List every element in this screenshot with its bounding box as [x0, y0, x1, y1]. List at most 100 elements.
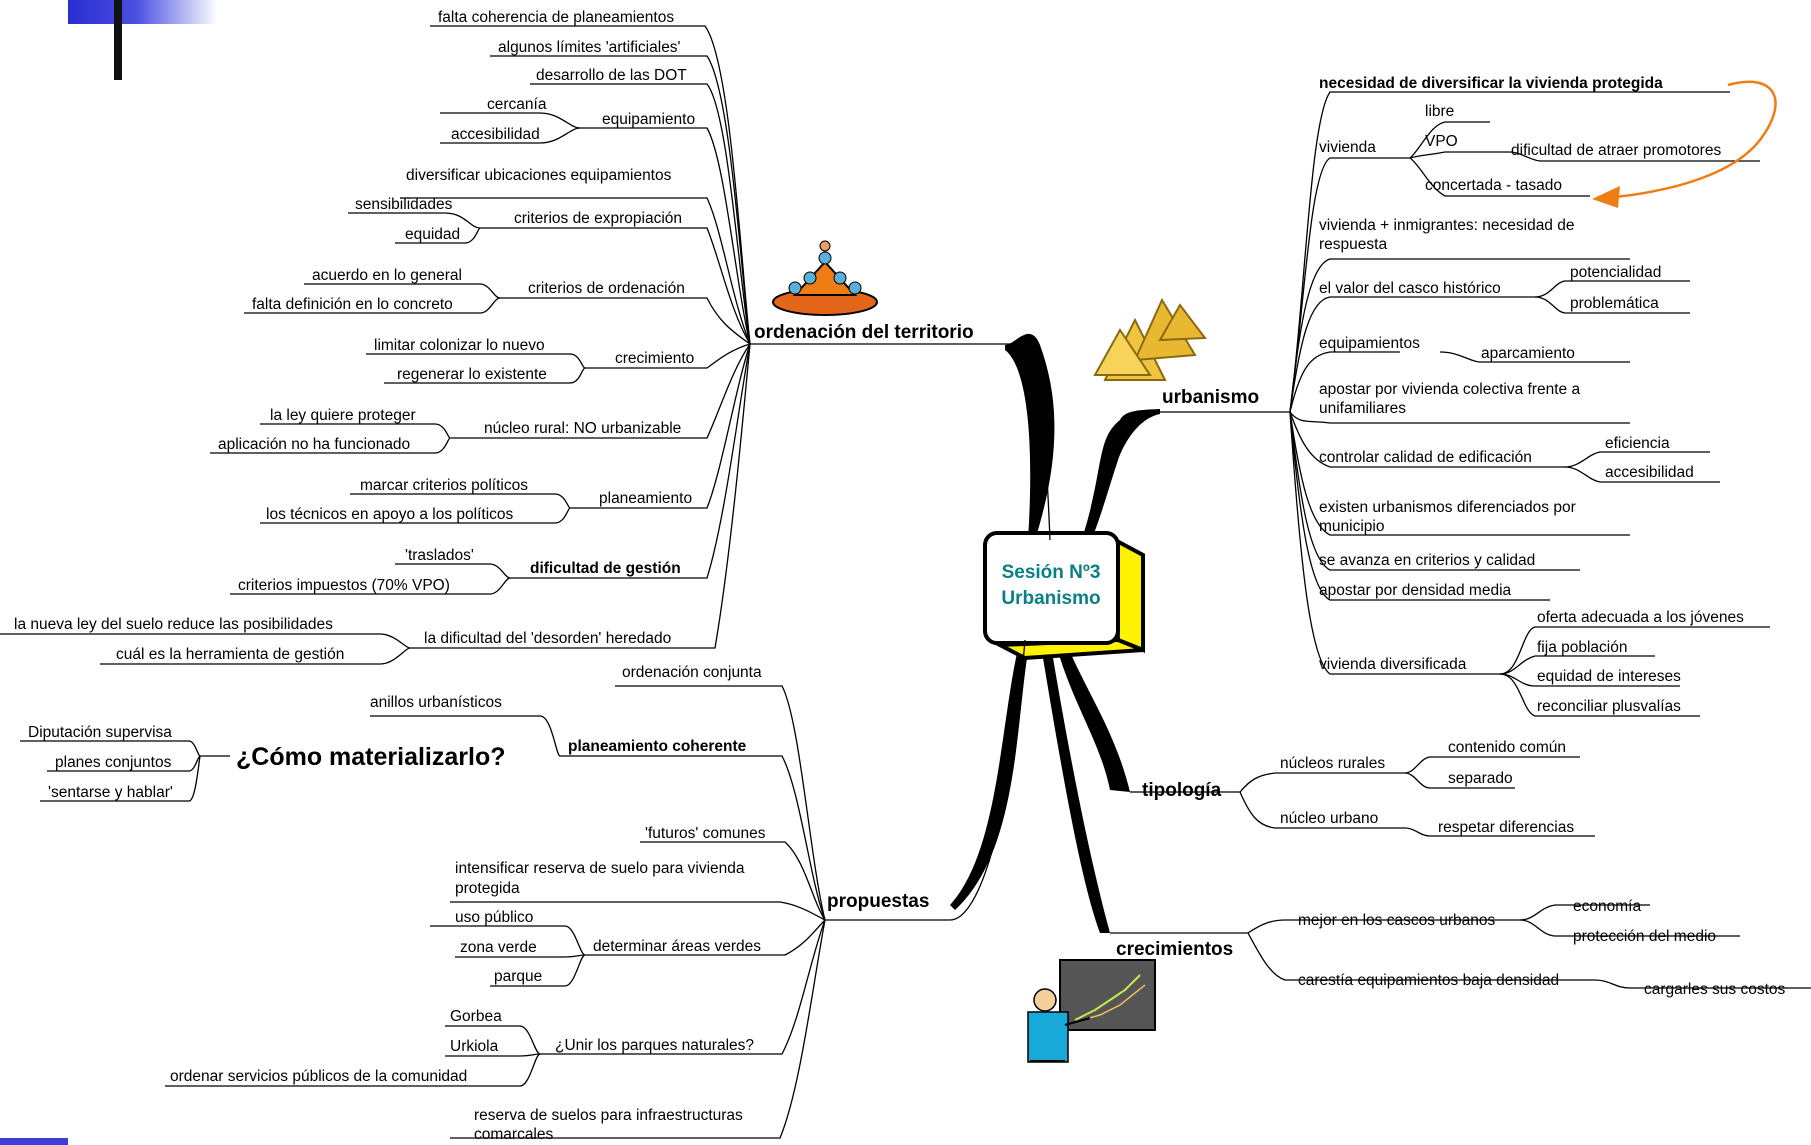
map-node: acuerdo en lo general [312, 267, 462, 284]
map-node: problemática [1570, 295, 1659, 312]
map-node: regenerar lo existente [397, 366, 547, 383]
urbanismo-title: urbanismo [1162, 387, 1259, 408]
map-node: eficiencia [1605, 435, 1670, 452]
map-node: fija población [1537, 639, 1627, 656]
map-node: libre [1425, 103, 1454, 120]
map-node: sensibilidades [355, 196, 453, 213]
crecimientos-title: crecimientos [1116, 939, 1233, 960]
map-node: criterios impuestos (70% VPO) [238, 577, 450, 594]
tipologia-title: tipología [1142, 780, 1222, 801]
map-node: carestía equipamientos baja densidad [1298, 972, 1559, 989]
map-node: núcleos rurales [1280, 755, 1385, 772]
map-node: 'sentarse y hablar' [48, 784, 173, 801]
map-node: protegida [455, 880, 520, 897]
map-node: crecimiento [615, 350, 694, 367]
map-node: respetar diferencias [1438, 819, 1574, 836]
map-node: apostar por vivienda colectiva frente a [1319, 381, 1580, 398]
map-node: anillos urbanísticos [370, 694, 502, 711]
question-title: ¿Cómo materializarlo? [236, 743, 506, 771]
map-node: unifamiliares [1319, 400, 1406, 417]
slide-corner-decoration [0, 0, 218, 1145]
map-node: equipamientos [1319, 335, 1420, 352]
presenter-chart-icon [1027, 959, 1156, 1063]
relation-arrow [1592, 80, 1777, 208]
map-node: se avanza en criterios y calidad [1319, 552, 1535, 569]
map-node: núcleo rural: NO urbanizable [484, 420, 681, 437]
map-node: falta coherencia de planeamientos [438, 9, 674, 26]
map-node: uso público [455, 909, 533, 926]
map-node: Diputación supervisa [28, 724, 172, 741]
map-node: ordenar servicios públicos de la comunid… [170, 1068, 467, 1085]
map-node: ¿Unir los parques naturales? [555, 1037, 754, 1054]
map-node: potencialidad [1570, 264, 1661, 281]
map-node: marcar criterios políticos [360, 477, 528, 494]
map-node: aplicación no ha funcionado [218, 436, 410, 453]
conference-table-icon [772, 240, 878, 316]
map-node: ordenación conjunta [622, 664, 762, 681]
map-node: oferta adecuada a los jóvenes [1537, 609, 1744, 626]
map-node: cargarles sus costos [1644, 981, 1786, 998]
map-node: respuesta [1319, 236, 1387, 253]
map-node: equidad [405, 226, 460, 243]
crecimientos-branch: crecimientos mejor en los cascos urbanos… [1116, 898, 1786, 998]
map-node: separado [1448, 770, 1513, 787]
map-node: 'traslados' [405, 547, 474, 564]
map-node: parque [494, 968, 542, 985]
map-node: desarrollo de las DOT [536, 67, 687, 84]
map-node: limitar colonizar lo nuevo [374, 337, 545, 354]
map-node: comarcales [474, 1126, 553, 1143]
map-node: criterios de ordenación [528, 280, 685, 297]
map-node: vivienda diversificada [1319, 656, 1467, 673]
map-node: determinar áreas verdes [593, 938, 761, 955]
tipologia-branch: tipología núcleos rurales contenido comú… [1142, 739, 1574, 836]
map-node: VPO [1425, 133, 1458, 150]
center-title-line2: Urbanismo [1001, 588, 1100, 609]
center-node: Sesión Nº3 Urbanismo [983, 531, 1145, 661]
map-node: controlar calidad de edificación [1319, 449, 1532, 466]
map-node: planeamiento coherente [568, 738, 747, 755]
map-node: planes conjuntos [55, 754, 172, 771]
map-node: apostar por densidad media [1319, 582, 1512, 599]
map-node: vivienda [1319, 139, 1376, 156]
map-node: intensificar reserva de suelo para vivie… [455, 860, 745, 877]
branch-lines-left [0, 25, 1051, 1139]
map-node: la dificultad del 'desorden' heredado [424, 630, 671, 647]
map-node: diversificar ubicaciones equipamientos [406, 167, 672, 184]
map-node: zona verde [460, 939, 537, 956]
map-node: Urkiola [450, 1038, 499, 1055]
main-trunks [950, 333, 1160, 933]
map-node: accesibilidad [1605, 464, 1694, 481]
map-node: reconciliar plusvalías [1537, 698, 1681, 715]
map-node: contenido común [1448, 739, 1566, 756]
map-node: vivienda + inmigrantes: necesidad de [1319, 217, 1574, 234]
map-node: concertada - tasado [1425, 177, 1562, 194]
pyramids-icon [1093, 297, 1207, 381]
map-node: Gorbea [450, 1008, 502, 1025]
map-node: los técnicos en apoyo a los políticos [266, 506, 514, 523]
map-node: cercanía [487, 96, 547, 113]
map-node: necesidad de diversificar la vivienda pr… [1319, 75, 1663, 92]
map-node: la nueva ley del suelo reduce las posibi… [14, 616, 333, 633]
map-node: cuál es la herramienta de gestión [116, 646, 344, 663]
map-node: municipio [1319, 518, 1384, 535]
map-node: dificultad de atraer promotores [1511, 142, 1721, 159]
map-node: 'futuros' comunes [645, 825, 766, 842]
map-node: equidad de intereses [1537, 668, 1681, 685]
map-node: la ley quiere proteger [270, 407, 416, 424]
map-node: accesibilidad [451, 126, 540, 143]
center-title-line1: Sesión Nº3 [1002, 562, 1101, 583]
map-node: planeamiento [599, 490, 692, 507]
map-node: mejor en los cascos urbanos [1298, 912, 1496, 929]
map-node: aparcamiento [1481, 345, 1575, 362]
map-node: algunos límites 'artificiales' [498, 39, 681, 56]
branch-lines-right [1110, 91, 1811, 989]
map-node: equipamiento [602, 111, 695, 128]
map-node: criterios de expropiación [514, 210, 682, 227]
ordenacion-title: ordenación del territorio [754, 322, 974, 343]
map-node: núcleo urbano [1280, 810, 1378, 827]
propuestas-title: propuestas [827, 891, 929, 912]
map-node: falta definición en lo concreto [252, 296, 453, 313]
ordenacion-branch: ordenación del territorio falta coherenc… [14, 9, 974, 663]
map-node: economía [1573, 898, 1641, 915]
